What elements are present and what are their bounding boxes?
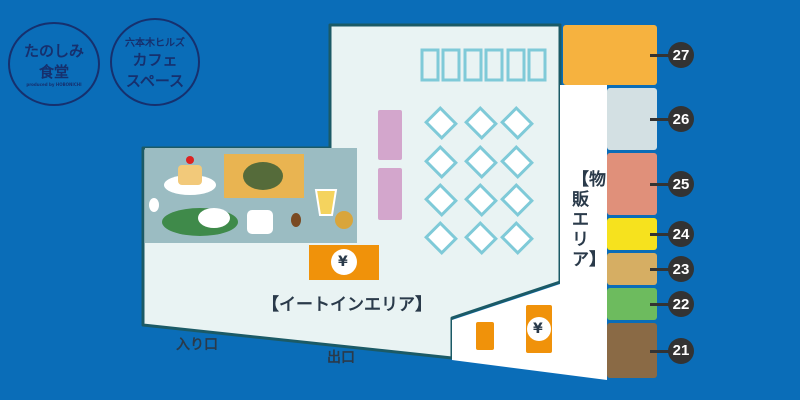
counter-2 bbox=[378, 168, 402, 220]
table-icon bbox=[464, 183, 498, 217]
rice-icon bbox=[198, 208, 230, 228]
shop-number-25[interactable]: 25 bbox=[668, 171, 694, 197]
leader-line bbox=[650, 118, 672, 121]
shop-number-23[interactable]: 23 bbox=[668, 256, 694, 282]
snack-icon bbox=[335, 211, 353, 229]
register-symbol: ¥ bbox=[533, 321, 543, 337]
fish-icon[interactable] bbox=[607, 153, 657, 215]
coffee-beans-icon bbox=[291, 213, 301, 227]
shop-number-27[interactable]: 27 bbox=[668, 42, 694, 68]
table-icon bbox=[500, 106, 534, 140]
counter-1 bbox=[378, 110, 402, 160]
entrance-label[interactable]: 入り口 bbox=[176, 337, 218, 353]
coffee-cup-icon bbox=[247, 210, 273, 234]
counter-seats bbox=[420, 48, 547, 82]
pudding-body bbox=[178, 165, 202, 185]
spoon-icon bbox=[149, 198, 159, 212]
table-icon bbox=[500, 145, 534, 179]
main-dish-icon bbox=[243, 162, 283, 190]
table-icon bbox=[424, 221, 458, 255]
leader-line bbox=[650, 303, 672, 306]
wooden-spoon-icon[interactable] bbox=[607, 253, 657, 285]
sales-area-label: 【物販エリア】 bbox=[572, 170, 606, 270]
leader-line bbox=[650, 268, 672, 271]
table-icon bbox=[500, 183, 534, 217]
shop-number-26[interactable]: 26 bbox=[668, 106, 694, 132]
teapot-icon[interactable] bbox=[607, 288, 657, 320]
leader-line bbox=[650, 54, 672, 57]
roppongi-cafe-space-logo: 六本木ヒルズ カフェ スペース bbox=[110, 18, 200, 106]
drink-glass-icon bbox=[314, 189, 338, 216]
rice-pot-icon[interactable] bbox=[607, 88, 657, 150]
spice-icon[interactable] bbox=[607, 218, 657, 250]
eat-in-area-label: 【イートインエリア】 bbox=[262, 295, 432, 315]
table-icon bbox=[424, 183, 458, 217]
table-icon bbox=[464, 221, 498, 255]
cherry-icon bbox=[186, 156, 194, 164]
register-sales-small bbox=[476, 322, 494, 350]
bento-icon[interactable] bbox=[563, 25, 657, 85]
register-symbol: ¥ bbox=[338, 254, 348, 270]
table-icon bbox=[500, 221, 534, 255]
shop-number-24[interactable]: 24 bbox=[668, 221, 694, 247]
table-icon bbox=[464, 145, 498, 179]
leader-line bbox=[650, 349, 672, 353]
tanoshimi-shokudo-logo: たのしみ 食堂 produced by HOBONICHI bbox=[8, 22, 100, 106]
table-icon bbox=[424, 145, 458, 179]
table-icon bbox=[424, 106, 458, 140]
shop-number-22[interactable]: 22 bbox=[668, 291, 694, 317]
table-icon bbox=[464, 106, 498, 140]
leader-line bbox=[650, 233, 672, 236]
shop-number-21[interactable]: 21 bbox=[668, 337, 694, 364]
tables bbox=[424, 106, 534, 255]
leader-line bbox=[650, 183, 672, 186]
coffee-bag-icon[interactable] bbox=[607, 323, 657, 378]
exit-label[interactable]: 出口 bbox=[327, 350, 355, 366]
sales-area-floor bbox=[452, 85, 607, 380]
